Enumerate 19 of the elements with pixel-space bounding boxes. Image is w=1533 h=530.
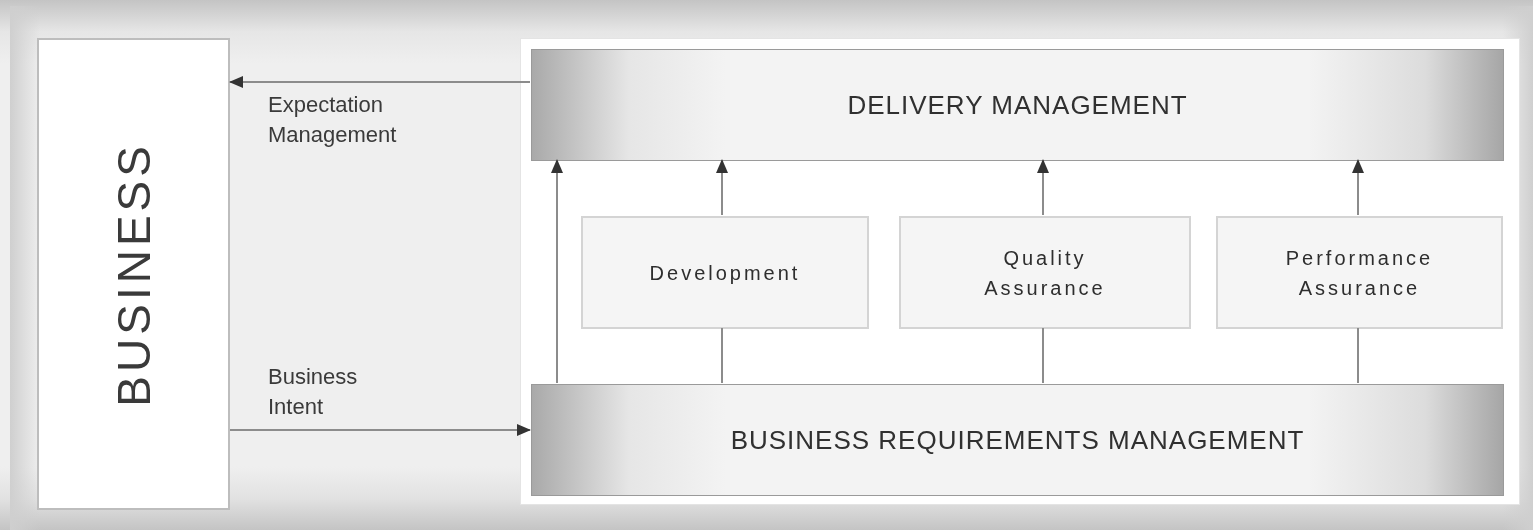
- arrow: [1352, 159, 1364, 216]
- business-box: [37, 38, 230, 510]
- arrow: [229, 76, 531, 88]
- node-label: Development: [649, 260, 801, 286]
- node-label: Performance Assurance: [1284, 245, 1435, 301]
- management-band: [531, 49, 1504, 161]
- arrow: [551, 159, 563, 384]
- node-label: DELIVERY MANAGEMENT: [847, 89, 1188, 121]
- arrow: [229, 424, 531, 436]
- node-label: BUSINESS: [106, 141, 161, 407]
- arrow: [1037, 159, 1049, 216]
- arrow: [716, 159, 728, 216]
- process-box: [581, 216, 869, 329]
- process-box: [899, 216, 1191, 329]
- box-shape: [520, 38, 1520, 505]
- process-box: [1216, 216, 1503, 329]
- node-label: Quality Assurance: [983, 245, 1107, 301]
- management-band: [531, 384, 1504, 496]
- node-label: BUSINESS REQUIREMENTS MANAGEMENT: [730, 424, 1305, 456]
